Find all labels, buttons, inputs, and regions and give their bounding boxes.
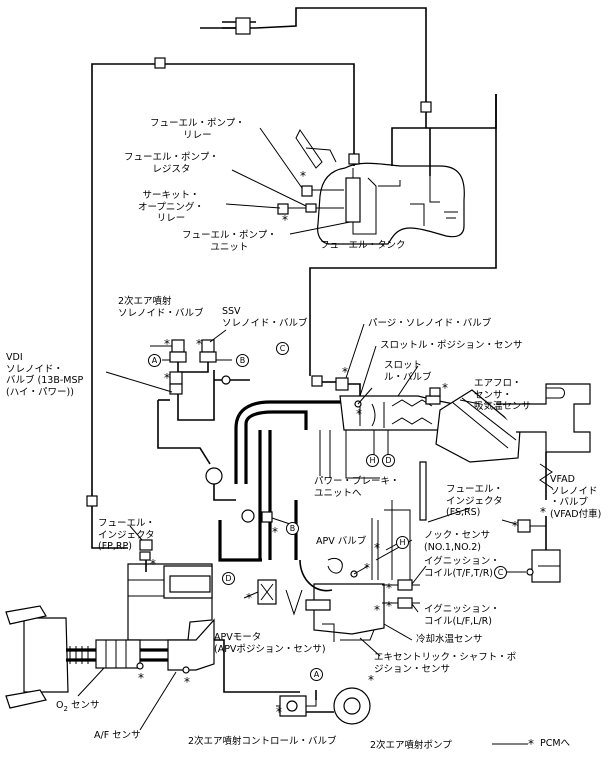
pcm-marker: *: [374, 603, 380, 617]
fuel-vapor-lines: [91, 7, 497, 500]
throttle-purge-group: [311, 375, 441, 408]
label-circuit-opening-relay: サーキット・オープニング・リレー: [138, 190, 204, 224]
pcm-marker: *: [184, 675, 190, 689]
pcm-marker: *: [540, 505, 546, 519]
check-valve-1: [205, 467, 223, 485]
label-fuel-injector-fp-rp: フューエル・インジェクタ(FP,RP): [98, 518, 156, 552]
marker-d: D: [382, 454, 395, 467]
label-fuel-tank: フューエル・タンク: [320, 240, 406, 251]
pcm-markers: * * * * * * * * * * * * * * * * * * * * …: [138, 169, 546, 719]
label-purge-solenoid: パージ・ソレノイド・バルブ: [368, 318, 492, 329]
pcm-marker: *: [282, 213, 288, 227]
charcoal-canister: [235, 17, 251, 35]
purge-solenoid-box: [335, 377, 349, 391]
pcm-marker: *: [374, 541, 380, 555]
fuel-tank-drawing: [295, 129, 465, 245]
label-ignition-coil-l: イグニッション・コイル(L/F,L/R): [424, 604, 500, 627]
injector-fp-rp: [86, 495, 153, 572]
fuel-pump-resistor-box: [305, 203, 317, 213]
label-ignition-coil-t: イグニッション・コイル(T/F,T/R): [424, 556, 500, 579]
pcm-marker: *: [164, 337, 170, 351]
apv-motor: [243, 579, 277, 605]
pcm-marker: *: [368, 673, 374, 687]
marker-b-lower: B: [286, 522, 299, 535]
marker-b: B: [236, 354, 249, 367]
label-fuel-pump-relay: フューエル・ポンプ・リレー: [150, 118, 245, 141]
label-pcm-legend: PCMへ: [540, 738, 571, 749]
label-fuel-pump-resistor: フューエル・ポンプ・レジスタ: [124, 152, 219, 175]
fuel-pump-relay-group: [225, 127, 351, 235]
label-eccentric-shaft-sensor: エキセントリック・シャフト・ポジション・センサ: [374, 652, 517, 675]
intake-system: [234, 383, 591, 521]
ignition-group: [241, 500, 420, 609]
label-fuel-pump-unit: フューエル・ポンプ・ユニット: [182, 230, 277, 253]
marker-a-lower: A: [310, 668, 323, 681]
pcm-marker: *: [272, 525, 278, 539]
pcm-marker: *: [364, 561, 370, 575]
pcm-marker: *: [196, 337, 202, 351]
pcm-marker: *: [442, 381, 448, 395]
label-apv-motor: APVモータ(APVポジション・センサ): [214, 632, 326, 655]
ignition-coil-tf: [397, 579, 413, 591]
label-o2-sensor: O2 センサ: [56, 700, 100, 713]
circuit-opening-relay-box: [277, 203, 289, 215]
pcm-marker: *: [342, 365, 348, 379]
label-apv-valve: APV バルブ: [316, 536, 367, 547]
pcm-legend-marker: *: [528, 737, 534, 751]
pcm-marker: *: [138, 671, 144, 685]
label-secondary-air-control-valve: 2次エア噴射コントロール・バルブ: [188, 736, 337, 747]
pcm-marker: *: [356, 407, 362, 421]
leader-lines: [77, 323, 517, 731]
ignition-coil-lf: [397, 597, 413, 609]
pcm-marker: *: [300, 169, 306, 183]
marker-c-lower: C: [494, 566, 507, 579]
engine-block: [127, 430, 385, 642]
label-knock-sensor: ノック・センサ(NO.1,NO.2): [424, 530, 491, 553]
label-power-brake-unit: パワー・ブレーキ・ユニットへ: [314, 476, 400, 499]
fuel-pump-relay-box: [301, 185, 313, 197]
pcm-marker: *: [512, 519, 518, 533]
pcm-marker: *: [386, 599, 392, 613]
label-fuel-injector-fs-rs: フューエル・インジェクタ(FS,RS): [446, 484, 504, 518]
marker-d-lower: D: [222, 572, 235, 585]
pcm-marker: *: [246, 591, 252, 605]
secondary-air-bottom: [276, 687, 371, 725]
solenoid-group: [157, 339, 250, 501]
vfad-group: [506, 452, 561, 583]
label-airflow-sensor: エアフロ・センサ・吸気温センサ: [474, 378, 532, 412]
pcm-marker: *: [276, 705, 282, 719]
label-throttle-valve: スロットル・バルブ: [384, 360, 432, 383]
marker-c: C: [276, 342, 289, 355]
label-secondary-air-solenoid: 2次エア噴射ソレノイド・バルブ: [118, 296, 204, 319]
muffler: [23, 617, 69, 693]
label-coolant-temp-sensor: 冷却水温センサ: [416, 634, 483, 645]
fuel-pump-unit-body: [345, 177, 361, 223]
label-af-sensor: A/F センサ: [94, 730, 141, 741]
exhaust-system: [5, 605, 300, 709]
marker-h-lower: H: [396, 536, 409, 549]
pcm-marker: *: [386, 581, 392, 595]
pcm-marker: *: [164, 371, 170, 385]
label-throttle-position-sensor: スロットル・ポジション・センサ: [380, 340, 523, 351]
marker-h: H: [366, 454, 379, 467]
marker-a: A: [148, 354, 161, 367]
label-secondary-air-pump: 2次エア噴射ポンプ: [370, 740, 452, 751]
pcm-marker: *: [150, 557, 156, 571]
